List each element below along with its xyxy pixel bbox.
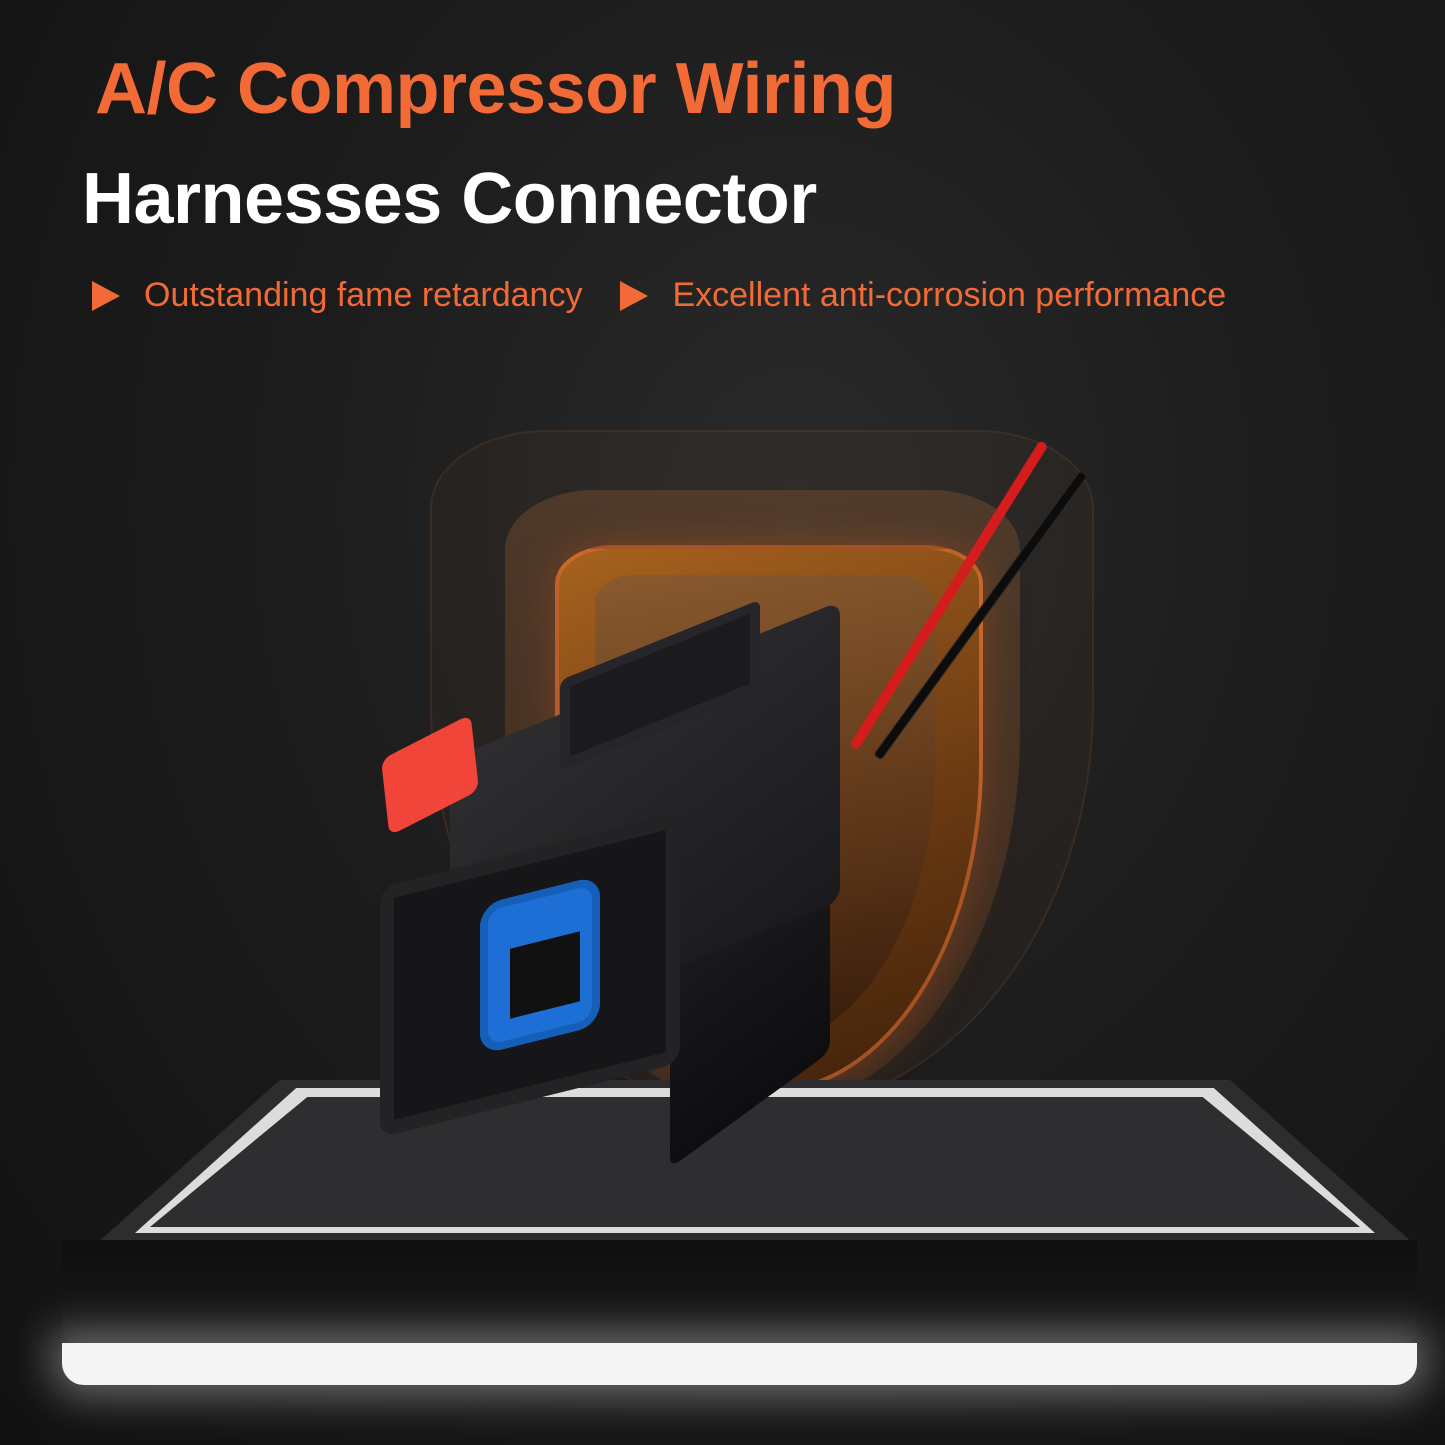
pedestal-surface: [150, 1097, 1360, 1227]
feature-list: Outstanding fame retardancy Excellent an…: [92, 276, 1264, 315]
feature-label: Excellent anti-corrosion performance: [672, 276, 1227, 314]
pedestal-side: [62, 1240, 1417, 1345]
connector-product-image: [370, 599, 880, 1169]
feature-label: Outstanding fame retardancy: [144, 276, 583, 314]
pedestal-glow-strip: [62, 1343, 1417, 1385]
feature-item: Excellent anti-corrosion performance: [620, 276, 1226, 315]
triangle-bullet-icon: [620, 280, 649, 311]
triangle-bullet-icon: [92, 280, 120, 311]
feature-item: Outstanding fame retardancy: [92, 276, 582, 315]
headline-line1: A/C Compressor Wiring: [95, 49, 896, 129]
headline-line2: Harnesses Connector: [82, 159, 817, 239]
